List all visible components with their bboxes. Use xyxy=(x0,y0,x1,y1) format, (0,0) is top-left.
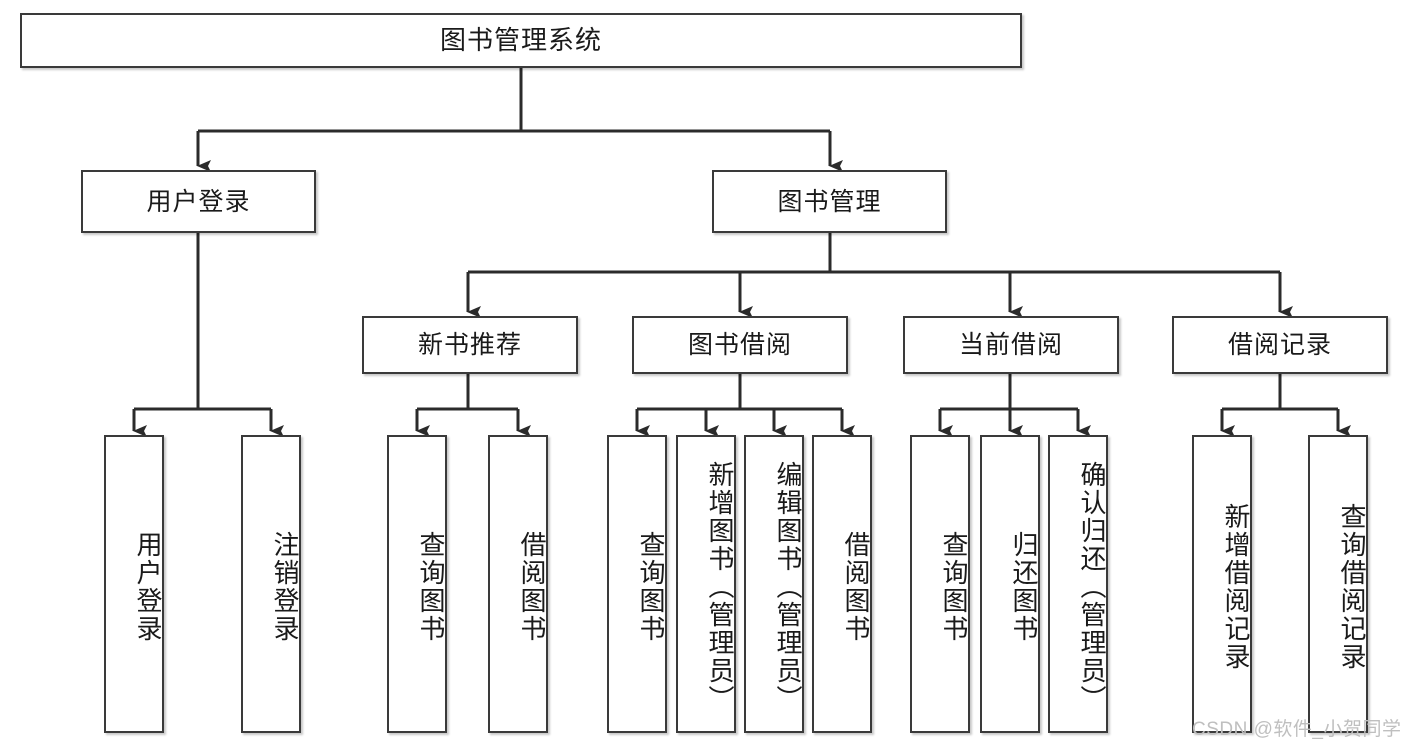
node-user-login[interactable]: 用户登录 xyxy=(81,170,316,233)
node-label: 新书推荐 xyxy=(417,331,522,359)
node-label: 查询图书 xyxy=(416,531,446,643)
node-label: 查询借阅记录 xyxy=(1337,503,1367,671)
leaf-borrow-record-query-record[interactable]: 查询借阅记录 xyxy=(1308,435,1368,733)
node-label: 编辑图书（管理员） xyxy=(773,461,803,713)
node-book-borrow[interactable]: 图书借阅 xyxy=(632,316,848,374)
node-borrow-record[interactable]: 借阅记录 xyxy=(1172,316,1388,374)
node-label: 图书管理 xyxy=(777,187,882,216)
leaf-book-borrow-query-book[interactable]: 查询图书 xyxy=(607,435,667,733)
node-root-book-management-system[interactable]: 图书管理系统 xyxy=(20,13,1022,68)
node-label: 图书管理系统 xyxy=(439,24,602,55)
node-label: 借阅图书 xyxy=(841,531,871,643)
leaf-current-borrow-confirm-return-admin[interactable]: 确认归还（管理员） xyxy=(1048,435,1108,733)
node-label: 借阅图书 xyxy=(517,531,547,643)
node-label: 注销登录 xyxy=(270,531,300,643)
node-new-book-recommend[interactable]: 新书推荐 xyxy=(362,316,578,374)
node-label: 查询图书 xyxy=(939,531,969,643)
node-label: 确认归还（管理员） xyxy=(1077,461,1107,713)
node-label: 用户登录 xyxy=(133,531,163,643)
node-label: 归还图书 xyxy=(1009,531,1039,643)
node-label: 图书借阅 xyxy=(687,331,792,359)
csdn-watermark: CSDN @软件_小贺同学 xyxy=(1192,719,1402,740)
leaf-book-borrow-edit-book-admin[interactable]: 编辑图书（管理员） xyxy=(744,435,804,733)
leaf-new-book-query-book[interactable]: 查询图书 xyxy=(387,435,447,733)
node-label: 用户登录 xyxy=(146,187,251,216)
node-label: 查询图书 xyxy=(636,531,666,643)
node-label: 借阅记录 xyxy=(1227,331,1332,359)
leaf-new-book-borrow-book[interactable]: 借阅图书 xyxy=(488,435,548,733)
leaf-book-borrow-add-book-admin[interactable]: 新增图书（管理员） xyxy=(676,435,736,733)
node-label: 新增借阅记录 xyxy=(1221,503,1251,671)
leaf-user-login-login[interactable]: 用户登录 xyxy=(104,435,164,733)
leaf-book-borrow-borrow-book[interactable]: 借阅图书 xyxy=(812,435,872,733)
leaf-current-borrow-return-book[interactable]: 归还图书 xyxy=(980,435,1040,733)
leaf-user-login-logout[interactable]: 注销登录 xyxy=(241,435,301,733)
node-current-borrow[interactable]: 当前借阅 xyxy=(903,316,1119,374)
node-label: 新增图书（管理员） xyxy=(705,461,735,713)
leaf-borrow-record-add-record[interactable]: 新增借阅记录 xyxy=(1192,435,1252,733)
node-label: 当前借阅 xyxy=(958,331,1063,359)
leaf-current-borrow-query-book[interactable]: 查询图书 xyxy=(910,435,970,733)
node-book-management[interactable]: 图书管理 xyxy=(712,170,947,233)
